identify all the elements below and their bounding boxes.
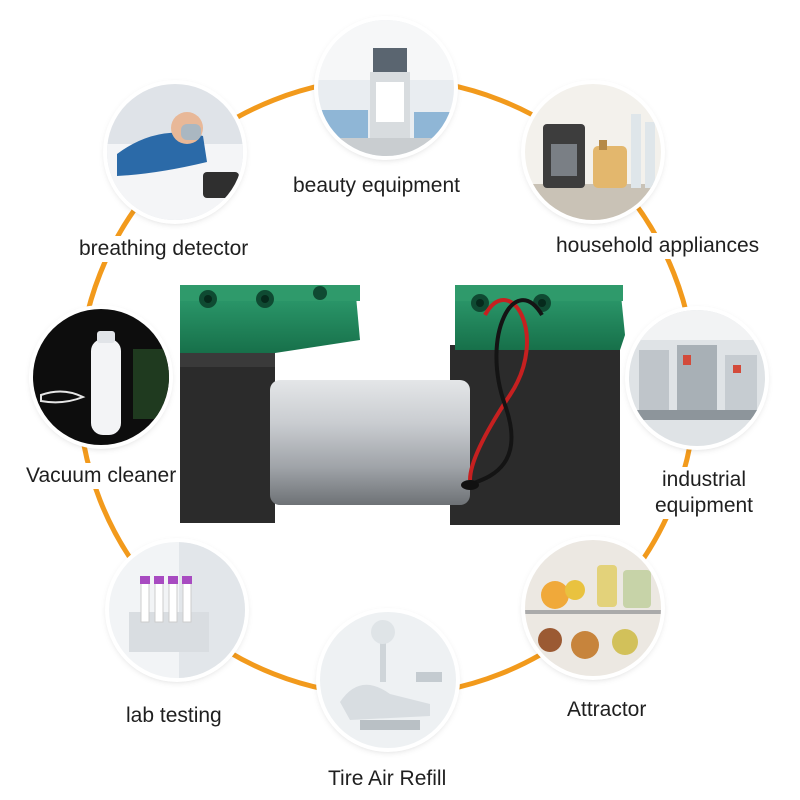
dental-chair-icon (320, 612, 456, 748)
humidifier-icon (33, 309, 169, 445)
label-attractor: Attractor (563, 697, 651, 723)
pump-icon (180, 285, 625, 525)
cpap-mask-icon (107, 84, 243, 220)
label-tire-air-refill: Tire Air Refill (324, 766, 451, 792)
test-tube-rack-icon (109, 542, 245, 678)
diaphragm-pump-image (170, 275, 640, 535)
breathing-detector-photo (107, 84, 243, 220)
tire-air-refill-photo (320, 612, 456, 748)
label-lab-testing: lab testing (122, 703, 226, 729)
lab-testing-photo (109, 542, 245, 678)
beauty-device-icon (318, 20, 454, 156)
vacuum-cleaner-photo (33, 309, 169, 445)
label-household-appliances: household appliances (552, 233, 764, 259)
label-industrial-equipment: industrial equipment (636, 467, 772, 519)
vacuum-food-bags-icon (525, 540, 661, 676)
label-vacuum-cleaner: Vacuum cleaner (22, 463, 181, 489)
factory-line-icon (629, 310, 765, 446)
household-appliances-photo (525, 84, 661, 220)
attractor-photo (525, 540, 661, 676)
beauty-equipment-photo (318, 20, 454, 156)
label-breathing-detector: breathing detector (75, 236, 253, 262)
label-beauty-equipment: beauty equipment (289, 173, 464, 199)
industrial-equipment-photo (629, 310, 765, 446)
kitchen-appliances-icon (525, 84, 661, 220)
